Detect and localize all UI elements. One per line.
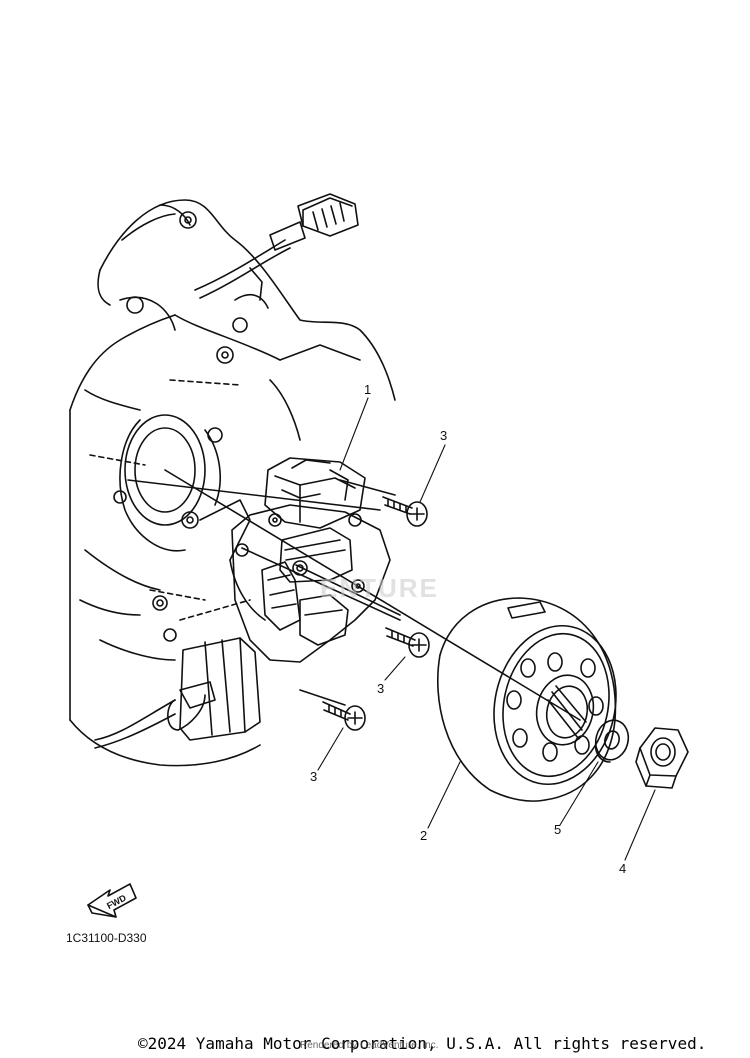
alignment-lines — [127, 469, 581, 721]
wire-connector-icon — [297, 193, 359, 237]
stator-assembly — [231, 457, 391, 663]
callout-5: 5 — [554, 822, 561, 837]
screw-icon — [382, 496, 428, 527]
crankcase-cover — [69, 193, 396, 767]
watermark-logo: ENTURE — [320, 573, 439, 603]
rendered-by-watermark: Rendered by LeadVenture, Inc. — [300, 1040, 439, 1051]
callout-3-bottom: 3 — [310, 769, 317, 784]
callout-1: 1 — [364, 382, 371, 397]
screw-icon — [322, 701, 366, 731]
nut-icon — [635, 727, 689, 789]
copyright-notice: ©2024 Yamaha Motor Corporation, U.S.A. A… — [138, 1034, 707, 1053]
callout-2: 2 — [420, 828, 427, 843]
washer-icon — [594, 719, 630, 763]
fwd-arrow-icon — [87, 883, 137, 918]
screw-icon — [385, 627, 430, 658]
diagram-code: 1C31100-D330 — [66, 931, 147, 945]
callout-3-middle: 3 — [377, 681, 384, 696]
callout-3-top: 3 — [440, 428, 447, 443]
callout-4: 4 — [619, 861, 626, 876]
callout-leaders — [317, 397, 656, 861]
rotor-flywheel — [437, 597, 617, 802]
grommet — [94, 637, 261, 749]
